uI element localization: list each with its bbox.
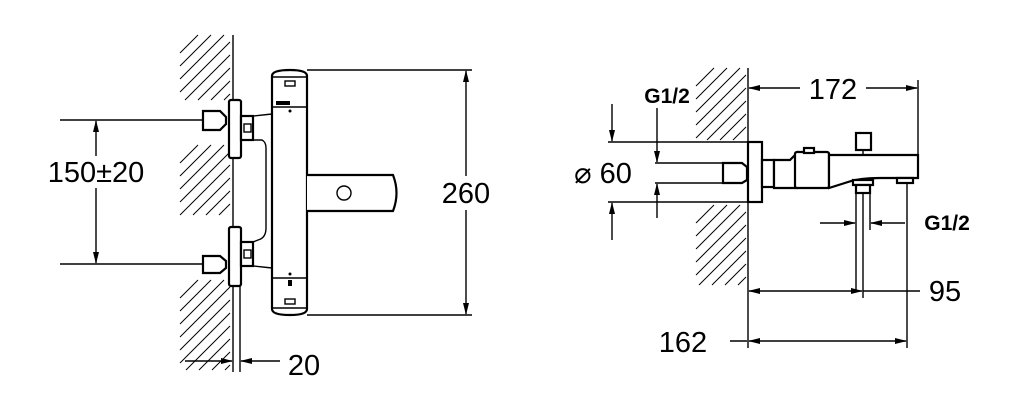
hatch-line (223, 93, 231, 101)
hatch-line (197, 67, 231, 101)
wall-hatching-right (695, 67, 747, 286)
hatch-line (719, 113, 747, 141)
wall-offset-label: 20 (288, 350, 320, 382)
height-dimension-label: 260 (442, 178, 490, 210)
hatch-line (179, 279, 225, 325)
hatch-line (695, 204, 728, 237)
hatch-line (724, 263, 747, 286)
hatch-line (210, 80, 231, 101)
hatch-line (695, 67, 741, 113)
housing-cap (802, 146, 816, 155)
hatch-line (179, 279, 199, 299)
front-view: 260 150±20 20 (40, 34, 496, 382)
outlet-position-label: 95 (929, 276, 961, 308)
flange-diameter-label: ⌀ 60 (574, 158, 632, 190)
hatch-line (198, 338, 231, 371)
hatch-line (737, 276, 747, 286)
inlet-spacing-label: 150±20 (48, 157, 145, 189)
shower-outlet-thread (854, 183, 872, 195)
hatch-line (179, 34, 212, 67)
hatch-line (695, 87, 747, 139)
hatch-line (179, 144, 225, 190)
hatch-line (179, 312, 231, 364)
upper-inlet (201, 109, 228, 132)
lower-connector (239, 240, 255, 268)
hatch-line (185, 325, 231, 371)
hatch-line (179, 299, 231, 351)
body-neck (772, 150, 799, 190)
bottom-marking (284, 298, 296, 305)
hatch-line (695, 67, 715, 87)
wall-hatching-left (179, 34, 231, 371)
hatch-line (179, 279, 212, 312)
spout (307, 173, 398, 213)
projection-label: 172 (809, 74, 857, 106)
lower-inlet (201, 254, 228, 275)
hatch-line (224, 364, 231, 371)
hatch-line (179, 41, 231, 93)
hatch-line (179, 34, 225, 80)
hatch-line (695, 204, 715, 224)
spout-aerator (336, 185, 352, 201)
inlet-thread-label: G1/2 (644, 85, 690, 108)
hatch-line (695, 211, 747, 263)
hatch-line (179, 151, 231, 203)
hatch-line (184, 54, 231, 101)
thermostat-body (270, 68, 309, 317)
hatch-line (205, 190, 231, 216)
wall-inlet (721, 161, 749, 185)
hatch-line (179, 144, 212, 177)
wall-flange (746, 140, 764, 204)
hatch-line (698, 237, 747, 286)
upper-connector (239, 114, 255, 142)
hatch-line (695, 204, 741, 250)
hatch-line (179, 34, 199, 54)
side-connector (760, 158, 776, 189)
total-depth-label: 162 (659, 327, 707, 359)
hatch-line (706, 100, 747, 141)
hatch-line (732, 126, 747, 141)
lower-mount-plate (227, 225, 243, 288)
body-bracket (252, 113, 273, 269)
outlet-thread-label: G1/2 (924, 212, 970, 235)
hatch-line (695, 67, 728, 100)
hatch-line (179, 144, 199, 164)
hatch-line (218, 203, 231, 216)
hatch-line (711, 250, 747, 286)
diverter-knob (854, 131, 873, 152)
top-marking (284, 80, 296, 87)
hatch-line (179, 164, 231, 216)
hatch-line (192, 177, 231, 216)
spout-aerator-side (895, 176, 915, 185)
upper-mount-plate (227, 98, 243, 160)
side-view: 172 G1/2 ⌀ 60 G1/2 95 162 (574, 67, 970, 359)
hatch-line (179, 286, 231, 338)
hatch-line (695, 224, 747, 276)
hatch-line (695, 74, 747, 126)
control-housing (793, 150, 831, 190)
